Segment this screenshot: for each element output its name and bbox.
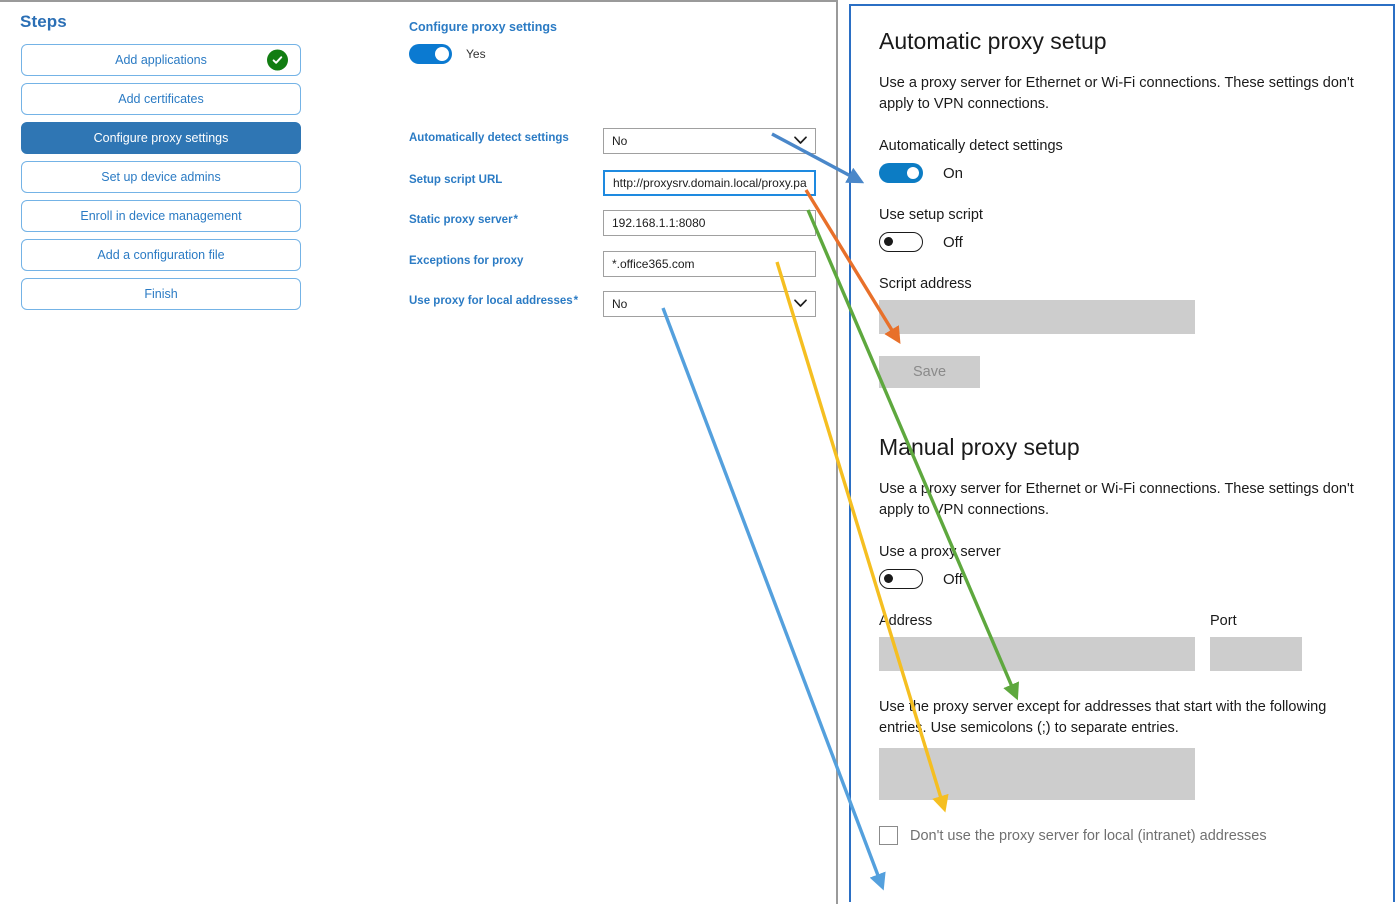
configure-proxy-toggle-row: Yes — [409, 44, 486, 64]
field-label: Static proxy server * — [409, 214, 518, 226]
exceptions-input[interactable] — [879, 748, 1195, 801]
required-asterisk: * — [512, 214, 518, 226]
select-value: No — [612, 297, 628, 311]
toggle-knob — [884, 574, 893, 584]
step-label: Configure proxy settings — [93, 131, 229, 145]
toggle-knob — [435, 47, 449, 61]
bypass-local-label: Don't use the proxy server for local (in… — [910, 827, 1267, 844]
static-proxy-server-input[interactable]: 192.168.1.1:8080 — [603, 210, 816, 236]
sidebar-step-add-applications[interactable]: Add applications — [21, 44, 301, 76]
input-value: 192.168.1.1:8080 — [612, 216, 706, 230]
script-address-input[interactable] — [879, 300, 1195, 335]
field-label-text: Setup script URL — [409, 174, 503, 186]
step-label: Add certificates — [118, 92, 204, 106]
field-label: Automatically detect settings — [409, 132, 569, 144]
use-a-proxy-server-state: Off — [943, 570, 963, 588]
script-address-label: Script address — [879, 276, 972, 293]
automatic-proxy-setup-heading: Automatic proxy setup — [879, 28, 1107, 54]
sidebar-step-enroll-in-device-management[interactable]: Enroll in device management — [21, 200, 301, 232]
bypass-local-checkbox[interactable] — [879, 826, 898, 846]
top-divider — [0, 0, 838, 2]
manual-proxy-description: Use a proxy server for Ethernet or Wi-Fi… — [879, 481, 1354, 518]
field-label: Use proxy for local addresses * — [409, 295, 578, 307]
form-heading: Configure proxy settings — [409, 20, 557, 34]
vertical-divider — [836, 0, 838, 904]
port-input[interactable] — [1210, 637, 1302, 672]
step-label: Finish — [144, 287, 178, 301]
use-setup-script-label: Use setup script — [879, 207, 983, 224]
sidebar-step-finish[interactable]: Finish — [21, 278, 301, 310]
automatically-detect-settings-toggle[interactable] — [879, 163, 923, 184]
step-label: Add a configuration file — [97, 248, 225, 262]
steps-title: Steps — [20, 12, 67, 31]
proxy-form-panel: Configure proxy settings Yes Automatical… — [330, 2, 836, 904]
chevron-down-icon — [794, 297, 807, 311]
configure-proxy-toggle-state: Yes — [466, 47, 486, 61]
sidebar-step-configure-proxy-settings[interactable]: Configure proxy settings — [21, 122, 301, 154]
field-label-text: Use proxy for local addresses — [409, 295, 573, 307]
chevron-down-icon — [794, 134, 807, 148]
field-label-text: Exceptions for proxy — [409, 255, 524, 267]
use-proxy-for-local-addresses-select[interactable]: No — [603, 291, 816, 317]
use-a-proxy-server-toggle[interactable] — [879, 569, 923, 590]
toggle-knob — [884, 237, 893, 247]
field-label-text: Static proxy server — [409, 214, 513, 226]
input-value: *.office365.com — [612, 257, 695, 271]
step-label: Add applications — [115, 53, 207, 67]
bypass-local-row: Don't use the proxy server for local (in… — [879, 826, 1365, 846]
steps-panel: Steps Add applications Add certificates … — [0, 2, 330, 904]
use-setup-script-toggle[interactable] — [879, 232, 923, 253]
field-label: Exceptions for proxy — [409, 255, 523, 267]
address-port-row: Address Port — [879, 613, 1365, 672]
settings-content: Automatic proxy setup Use a proxy server… — [851, 28, 1393, 846]
exceptions-for-proxy-input[interactable]: *.office365.com — [603, 251, 816, 277]
use-setup-script-toggle-row: Off — [879, 232, 1365, 253]
step-complete-check-icon — [267, 49, 288, 71]
use-a-proxy-server-label: Use a proxy server — [879, 544, 1001, 561]
configure-proxy-toggle[interactable] — [409, 44, 452, 64]
exceptions-description: Use the proxy server except for addresse… — [879, 699, 1327, 736]
manual-proxy-setup-heading: Manual proxy setup — [879, 434, 1080, 461]
setup-script-url-input[interactable]: http://proxysrv.domain.local/proxy.pa — [603, 170, 816, 196]
select-value: No — [612, 134, 628, 148]
sidebar-step-add-certificates[interactable]: Add certificates — [21, 83, 301, 115]
sidebar-step-add-a-configuration-file[interactable]: Add a configuration file — [21, 239, 301, 271]
address-column: Address — [879, 613, 1195, 672]
step-label: Set up device admins — [101, 170, 221, 184]
toggle-knob — [907, 167, 919, 180]
address-input[interactable] — [879, 637, 1195, 672]
windows-proxy-settings-panel: Automatic proxy setup Use a proxy server… — [849, 4, 1395, 902]
save-button[interactable]: Save — [879, 356, 980, 389]
sidebar-step-set-up-device-admins[interactable]: Set up device admins — [21, 161, 301, 193]
step-label: Enroll in device management — [80, 209, 242, 223]
automatically-detect-settings-toggle-row: On — [879, 163, 1365, 184]
port-label: Port — [1210, 613, 1237, 630]
use-a-proxy-server-toggle-row: Off — [879, 569, 1365, 590]
field-label-text: Automatically detect settings — [409, 132, 569, 144]
use-setup-script-state: Off — [943, 233, 963, 251]
field-label: Setup script URL — [409, 174, 502, 186]
automatically-detect-settings-select[interactable]: No — [603, 128, 816, 154]
required-asterisk: * — [572, 295, 579, 307]
steps-list: Add applications Add certificates Config… — [21, 44, 301, 317]
address-label: Address — [879, 613, 933, 630]
automatically-detect-settings-state: On — [943, 164, 964, 182]
automatic-proxy-description: Use a proxy server for Ethernet or Wi-Fi… — [879, 75, 1354, 112]
port-column: Port — [1210, 613, 1302, 672]
input-value: http://proxysrv.domain.local/proxy.pa — [613, 176, 807, 190]
automatically-detect-settings-label: Automatically detect settings — [879, 138, 1063, 155]
